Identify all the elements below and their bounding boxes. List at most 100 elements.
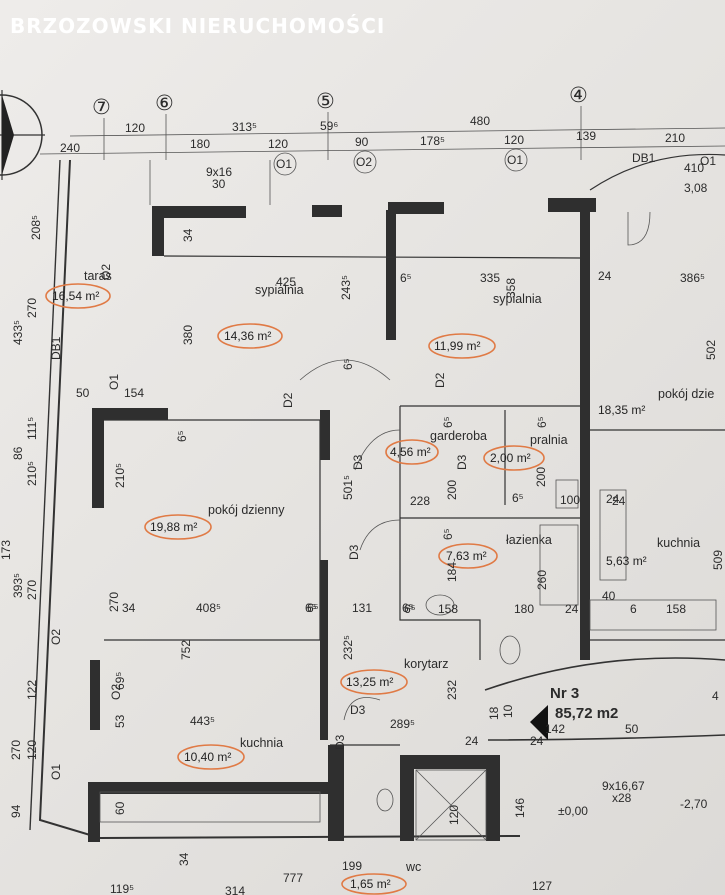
svg-text:122: 122 [25, 680, 39, 700]
partitions [99, 153, 725, 841]
svg-text:386⁵: 386⁵ [680, 271, 705, 285]
window-openings: O1 O2 O1 O2 O1 O2 O1 O2 O1 [49, 148, 716, 780]
svg-text:6⁵: 6⁵ [404, 602, 416, 616]
svg-text:34: 34 [122, 601, 136, 615]
svg-text:393⁵: 393⁵ [11, 573, 25, 598]
svg-text:6⁵: 6⁵ [441, 416, 455, 428]
svg-text:119⁵: 119⁵ [110, 882, 134, 895]
svg-text:24: 24 [612, 494, 626, 508]
svg-text:pokój dzie: pokój dzie [658, 387, 714, 401]
svg-text:199: 199 [342, 859, 362, 873]
svg-text:11,99 m²: 11,99 m² [434, 339, 480, 353]
svg-text:270: 270 [25, 298, 39, 318]
svg-text:wc: wc [405, 860, 421, 874]
room-lazienka: łazienka 7,63 m² [438, 533, 552, 569]
svg-text:13,25 m²: 13,25 m² [346, 675, 393, 689]
svg-text:6⁵: 6⁵ [441, 528, 455, 540]
svg-text:158: 158 [438, 602, 458, 616]
svg-text:208⁵: 208⁵ [29, 215, 43, 240]
room-kuchnia: kuchnia 10,40 m² [177, 736, 283, 770]
svg-text:228: 228 [410, 494, 430, 508]
svg-text:10,40 m²: 10,40 m² [184, 750, 231, 764]
svg-text:1,65 m²: 1,65 m² [350, 877, 391, 891]
svg-text:120: 120 [25, 740, 39, 760]
svg-text:24: 24 [565, 602, 579, 616]
svg-text:210⁵: 210⁵ [113, 463, 127, 488]
svg-text:2,00 m²: 2,00 m² [490, 451, 531, 465]
room-garderoba: garderoba 4,56 m² [385, 429, 487, 465]
svg-text:50: 50 [625, 722, 639, 736]
svg-text:59⁶: 59⁶ [320, 119, 338, 133]
svg-text:4: 4 [712, 689, 719, 703]
svg-text:6⁵: 6⁵ [535, 416, 549, 428]
svg-text:19,88 m²: 19,88 m² [150, 520, 197, 534]
svg-text:752: 752 [179, 640, 193, 660]
svg-text:180: 180 [190, 137, 210, 151]
svg-text:O2: O2 [109, 684, 123, 700]
svg-text:380: 380 [181, 325, 195, 345]
svg-text:270: 270 [25, 580, 39, 600]
svg-text:D2: D2 [433, 372, 447, 388]
svg-text:243⁵: 243⁵ [339, 275, 353, 300]
svg-text:O1: O1 [49, 764, 63, 780]
room-pralnia: pralnia 2,00 m² [483, 433, 568, 471]
svg-text:142: 142 [545, 722, 565, 736]
svg-text:O2: O2 [356, 155, 372, 169]
svg-text:korytarz: korytarz [404, 657, 448, 671]
svg-text:O2: O2 [49, 629, 63, 645]
grid-label-6: ⑥ [155, 91, 174, 115]
svg-text:taras: taras [84, 269, 112, 283]
svg-text:O1: O1 [107, 374, 121, 390]
room-sypialnia-1: sypialnia 14,36 m² [217, 283, 304, 349]
svg-text:±0,00: ±0,00 [558, 804, 588, 818]
svg-text:69⁵: 69⁵ [113, 672, 127, 690]
svg-text:184: 184 [445, 562, 459, 582]
svg-text:6⁵: 6⁵ [402, 601, 414, 615]
svg-text:24: 24 [606, 492, 620, 506]
svg-text:10: 10 [501, 704, 515, 718]
svg-text:120: 120 [268, 137, 288, 151]
room-pokoj-dzienny: pokój dzienny 19,88 m² [144, 503, 285, 540]
svg-text:200: 200 [534, 467, 548, 487]
svg-text:180: 180 [514, 602, 534, 616]
svg-text:16,54 m²: 16,54 m² [52, 289, 99, 303]
svg-text:6⁵: 6⁵ [341, 358, 355, 370]
svg-text:120: 120 [125, 121, 145, 135]
svg-text:34: 34 [177, 852, 191, 866]
room-wc: wc 1,65 m² [341, 860, 421, 895]
svg-text:443⁵: 443⁵ [190, 714, 215, 728]
room-sypialnia-2: sypialnia 11,99 m² [428, 292, 542, 359]
svg-text:O1: O1 [700, 154, 716, 168]
svg-text:335: 335 [480, 271, 500, 285]
svg-text:łazienka: łazienka [506, 533, 552, 547]
svg-text:131: 131 [352, 601, 372, 615]
svg-text:6⁵: 6⁵ [400, 271, 412, 285]
svg-text:garderoba: garderoba [430, 429, 487, 443]
svg-text:O1: O1 [507, 153, 523, 167]
svg-text:173: 173 [0, 540, 13, 560]
svg-text:6⁵: 6⁵ [305, 601, 317, 615]
svg-text:120: 120 [447, 805, 461, 825]
svg-text:139: 139 [576, 129, 596, 143]
svg-text:4,56 m²: 4,56 m² [390, 445, 431, 459]
svg-text:90: 90 [355, 135, 369, 149]
svg-text:D3: D3 [350, 703, 366, 717]
svg-text:D2: D2 [281, 392, 295, 408]
svg-text:24: 24 [598, 269, 612, 283]
svg-text:86: 86 [11, 446, 25, 460]
svg-text:158: 158 [666, 602, 686, 616]
compass-icon [0, 90, 45, 180]
svg-text:50: 50 [76, 386, 90, 400]
svg-text:3,08: 3,08 [684, 181, 708, 195]
brand-watermark: BRZOZOWSKI NIERUCHOMOŚCI [10, 14, 385, 38]
svg-text:270: 270 [107, 592, 121, 612]
svg-text:5,63 m²: 5,63 m² [606, 554, 647, 568]
svg-text:509: 509 [711, 550, 725, 570]
svg-text:7,63 m²: 7,63 m² [446, 549, 487, 563]
svg-text:pokój dzienny: pokój dzienny [208, 503, 285, 517]
svg-text:14,36 m²: 14,36 m² [224, 329, 271, 343]
top-dimensions-row1: 120 313⁵ 59⁶ 480 139 [125, 114, 596, 143]
svg-text:178⁵: 178⁵ [420, 134, 445, 148]
svg-text:154: 154 [124, 386, 144, 400]
